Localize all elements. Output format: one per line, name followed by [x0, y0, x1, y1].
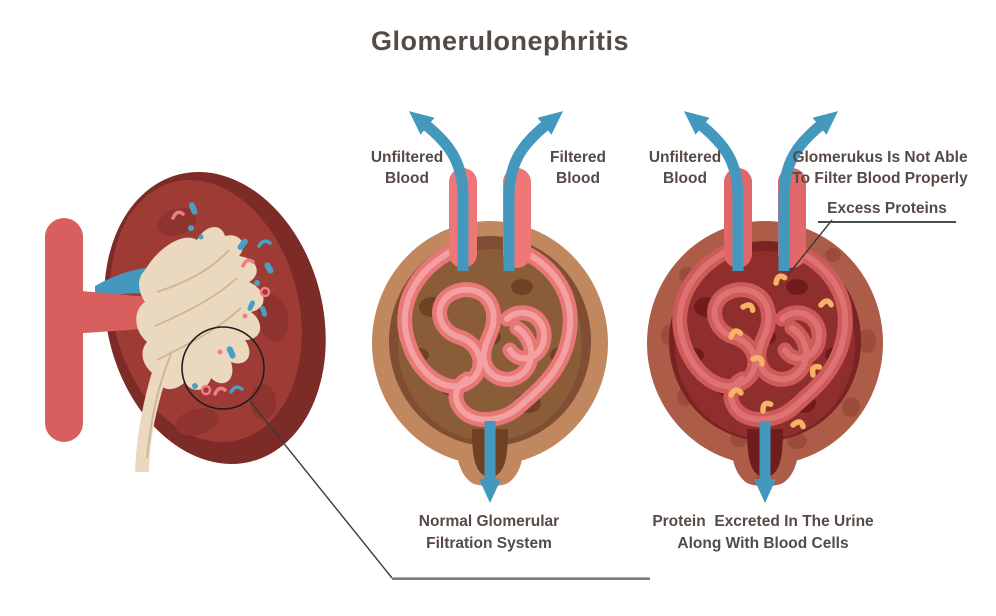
nephron-dots — [171, 202, 274, 396]
pelvis-streak-lines — [146, 249, 242, 459]
zoom-circle — [181, 326, 265, 410]
diseased-glomerulus-illustration — [647, 111, 883, 503]
unfiltered-blood-arrow — [683, 111, 744, 271]
damaged-glomerulus-coil — [672, 239, 853, 428]
blood-flow-arrows — [408, 111, 564, 503]
unfiltered-blood-arrow — [408, 111, 469, 271]
label-excess-proteins: Excess Proteins — [818, 200, 956, 223]
label-unfiltered-blood-normal: Unfiltered Blood — [370, 149, 444, 187]
caption-protein-excreted: Protein Excreted In The Urine Along With… — [652, 513, 874, 552]
kidney-cross-section-illustration — [45, 172, 326, 472]
normal-glomerulus-illustration — [372, 111, 608, 503]
unfiltered-exit-arrow — [778, 111, 839, 271]
blood-flow-arrows — [683, 111, 839, 503]
label-glomerulus-not-able: Glomerukus Is Not Able To Filter Blood P… — [792, 149, 968, 187]
label-unfiltered-blood-diseased: Unfiltered Blood — [648, 149, 722, 187]
page-title: Glomerulonephritis — [370, 26, 630, 56]
label-filtered-blood: Filtered Blood — [550, 149, 606, 187]
filtered-blood-arrow — [503, 111, 564, 271]
glomerulus-coil — [397, 239, 578, 428]
protein-blobs — [728, 273, 834, 430]
caption-normal-filtration: Normal Glomerular Filtration System — [418, 513, 560, 552]
